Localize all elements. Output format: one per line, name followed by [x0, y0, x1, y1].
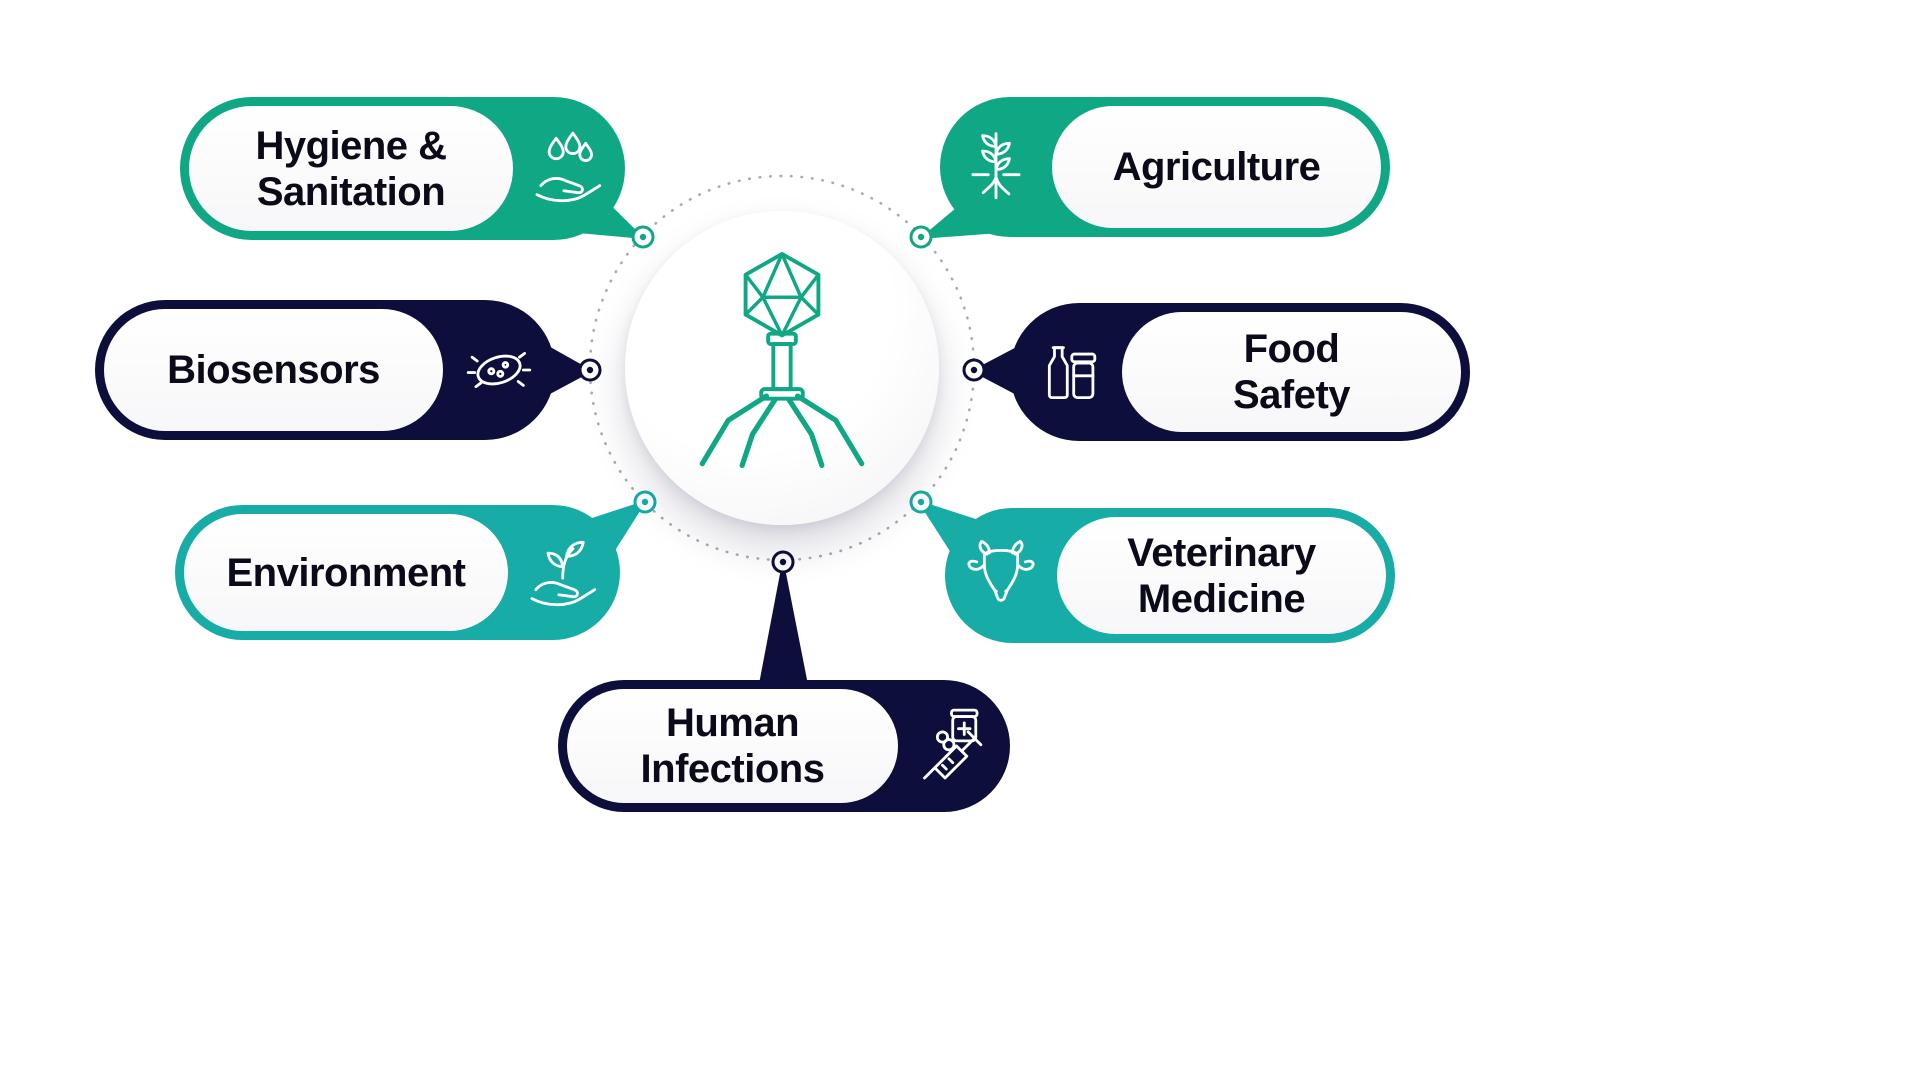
node-label: Environment [226, 550, 466, 595]
node-anchor-veterinary [909, 490, 933, 514]
label-background: Human Infections [567, 689, 898, 803]
node-anchor-food-safety [962, 358, 986, 382]
node-veterinary-medicine: Veterinary Medicine [945, 508, 1395, 643]
label-background: Food Safety [1122, 312, 1461, 432]
node-anchor-hygiene [631, 225, 655, 249]
label-background: Biosensors [104, 309, 443, 431]
node-human-infections: Human Infections [558, 680, 1010, 812]
medicine-syringe-icon [898, 680, 1010, 812]
node-hygiene-sanitation: Hygiene & Sanitation [180, 97, 625, 240]
label-background: Veterinary Medicine [1057, 517, 1386, 634]
node-label: Agriculture [1112, 145, 1321, 189]
node-food-safety: Food Safety [1010, 303, 1470, 441]
label-background: Environment [184, 514, 508, 631]
node-anchor-agriculture [909, 225, 933, 249]
node-anchor-environment [633, 490, 657, 514]
hand-sprout-icon [508, 505, 620, 640]
label-background: Hygiene & Sanitation [189, 106, 513, 231]
tail-human-infections [755, 558, 812, 705]
center-circle [625, 211, 939, 525]
node-label: Veterinary Medicine [1127, 530, 1316, 621]
hand-water-drops-icon [513, 97, 625, 240]
node-biosensors: Biosensors [95, 300, 555, 440]
node-environment: Environment [175, 505, 620, 640]
plant-roots-icon [940, 97, 1052, 237]
label-background: Agriculture [1052, 106, 1381, 228]
bacteriophage-icon [699, 251, 865, 468]
node-label: Hygiene & Sanitation [255, 123, 447, 214]
node-anchor-human-infections [771, 550, 795, 574]
node-label: Food Safety [1232, 327, 1351, 417]
node-label: Biosensors [167, 348, 380, 392]
node-label: Human Infections [640, 701, 825, 791]
cow-head-icon [945, 508, 1057, 643]
bacteria-icon [443, 300, 555, 440]
milk-bottles-icon [1010, 303, 1122, 441]
node-agriculture: Agriculture [940, 97, 1390, 237]
node-anchor-biosensors [578, 358, 602, 382]
